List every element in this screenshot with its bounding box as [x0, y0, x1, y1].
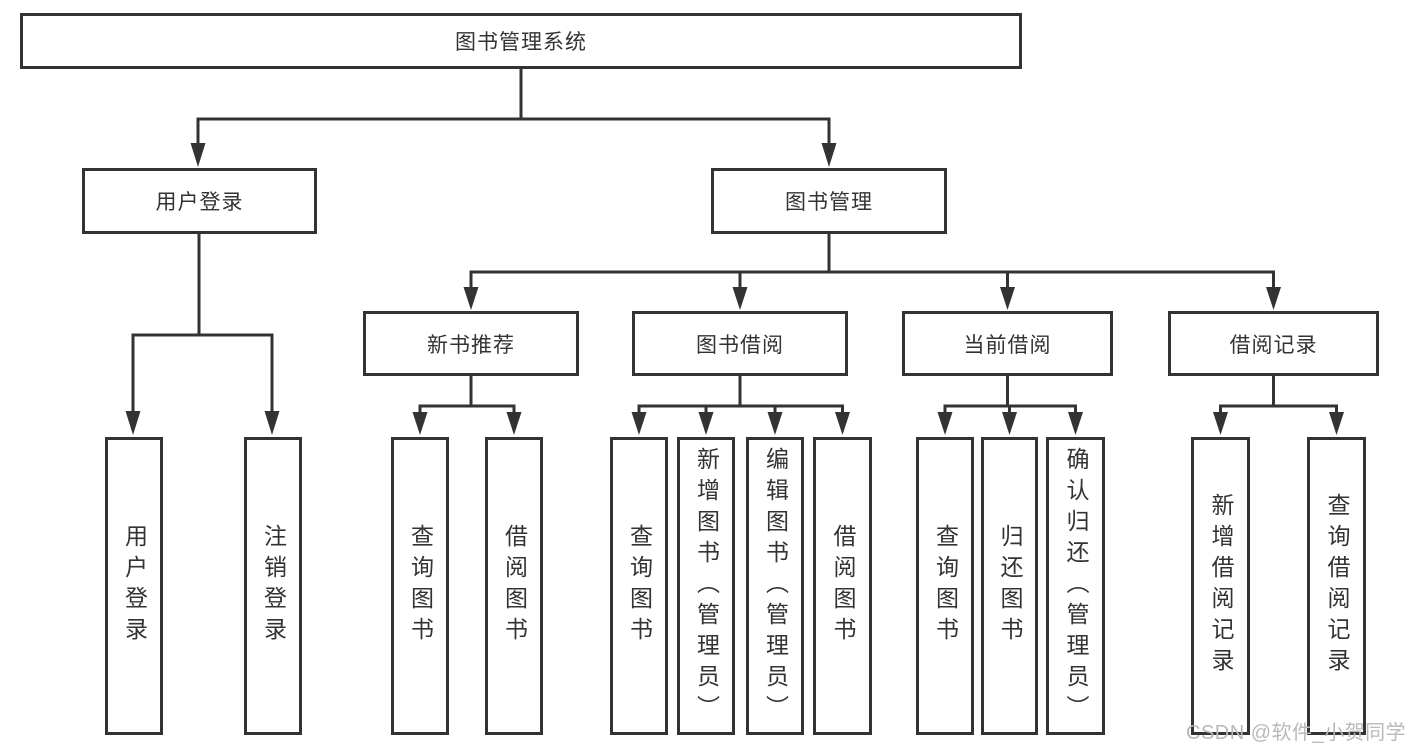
- node-label: 用户登录: [155, 191, 244, 214]
- arrowhead: [937, 412, 953, 435]
- node-borrowing-records: 借阅记录: [1168, 311, 1379, 376]
- leaf-return-book: 归还图书: [981, 437, 1038, 735]
- arrowhead: [1213, 412, 1228, 435]
- arrowhead: [506, 412, 522, 435]
- node-book-borrowing: 图书借阅: [632, 311, 848, 376]
- node-label: 图书借阅: [696, 333, 784, 357]
- leaf-add-borrow-record: 新增借阅记录: [1191, 437, 1250, 735]
- watermark: CSDN @软件_小贺同学: [1186, 722, 1405, 744]
- leaf-borrow-book-borrowing: 借阅图书: [813, 437, 872, 735]
- arrowhead: [1000, 287, 1015, 310]
- arrowhead: [1002, 412, 1017, 435]
- leaf-query-book-borrowing: 查询图书: [610, 437, 668, 735]
- node-label: 图书管理: [785, 191, 873, 214]
- node-new-book-recommend: 新书推荐: [363, 311, 579, 376]
- node-library-management-system: 图书管理系统: [20, 13, 1022, 69]
- node-label: 注销登录: [260, 524, 287, 648]
- leaf-query-book-current: 查询图书: [916, 437, 974, 735]
- arrowhead: [821, 143, 837, 167]
- node-label: 图书管理系统: [455, 31, 587, 54]
- node-label: 归还图书: [997, 524, 1023, 648]
- node-label: 新书推荐: [427, 333, 515, 357]
- node-label: 借阅记录: [1229, 333, 1318, 357]
- node-label: 用户登录: [121, 524, 148, 648]
- arrowhead: [835, 412, 850, 435]
- arrowhead: [631, 412, 647, 435]
- leaf-query-borrow-record: 查询借阅记录: [1307, 437, 1366, 735]
- node-label: 新增借阅记录: [1208, 493, 1234, 679]
- node-label: 查询图书: [407, 524, 434, 648]
- arrowhead: [190, 143, 206, 167]
- node-label: 新增图书（管理员）: [693, 446, 720, 726]
- connector-strokes: [131, 69, 1338, 412]
- node-label: 查询图书: [626, 524, 653, 648]
- node-label: 查询图书: [932, 524, 959, 648]
- node-label: 当前借阅: [963, 333, 1052, 357]
- node-label: 编辑图书（管理员）: [762, 446, 789, 726]
- node-book-management: 图书管理: [711, 168, 947, 234]
- node-user-login: 用户登录: [82, 168, 317, 234]
- arrowhead: [732, 287, 748, 310]
- leaf-logout: 注销登录: [244, 437, 302, 735]
- node-label: 借阅图书: [830, 524, 856, 648]
- arrowhead: [1266, 287, 1281, 310]
- leaf-query-book-recommend: 查询图书: [391, 437, 449, 735]
- node-label: 确认归还（管理员）: [1063, 446, 1089, 726]
- arrowheads: [125, 143, 1344, 435]
- leaf-add-book-admin: 新增图书（管理员）: [677, 437, 735, 735]
- arrowhead: [412, 412, 428, 435]
- node-label: 借阅图书: [501, 524, 528, 648]
- arrowhead: [698, 412, 714, 435]
- leaf-user-login: 用户登录: [105, 437, 163, 735]
- leaf-confirm-return-admin: 确认归还（管理员）: [1046, 437, 1105, 735]
- arrowhead: [1329, 412, 1344, 435]
- arrowhead: [125, 411, 141, 435]
- arrowhead: [264, 411, 280, 435]
- node-current-borrowing: 当前借阅: [902, 311, 1113, 376]
- arrowhead: [463, 287, 479, 310]
- node-label: 查询借阅记录: [1324, 493, 1350, 679]
- leaf-borrow-book-recommend: 借阅图书: [485, 437, 543, 735]
- arrowhead: [767, 412, 783, 435]
- leaf-edit-book-admin: 编辑图书（管理员）: [746, 437, 804, 735]
- arrowhead: [1068, 412, 1083, 435]
